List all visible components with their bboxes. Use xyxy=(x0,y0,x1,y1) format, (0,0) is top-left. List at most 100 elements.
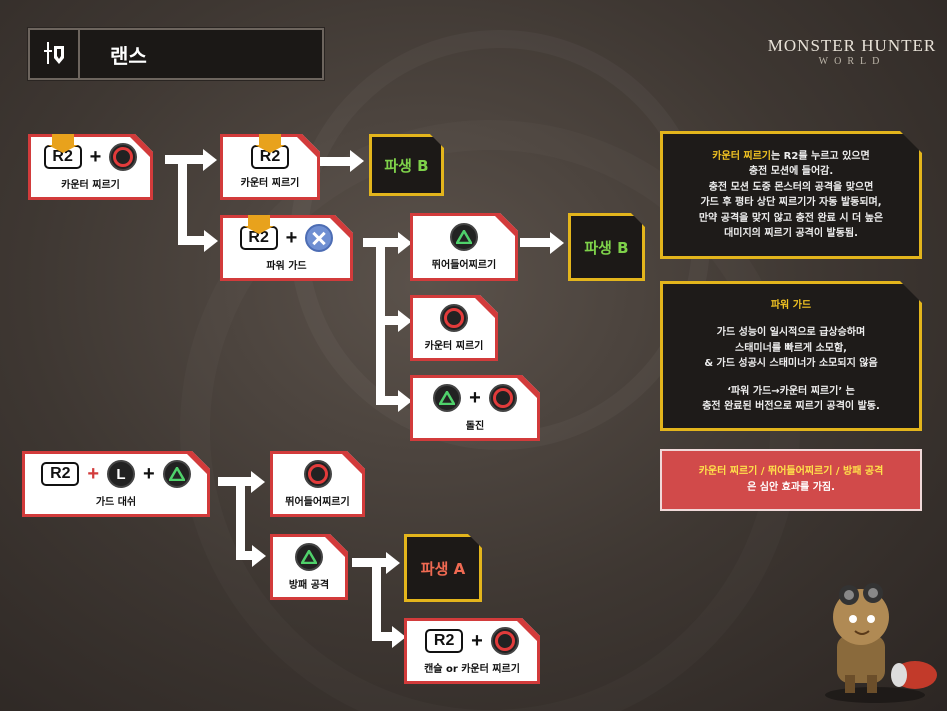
leaping-thrust-label: 뛰어들어찌르기 xyxy=(285,497,350,508)
plus-sign: + xyxy=(471,629,483,652)
game-logo: MONSTER HUNTER WORLD xyxy=(766,30,938,76)
arrow-right-icon xyxy=(550,232,564,254)
info1-line1: 카운터 찌르기는 R2를 누르고 있으면 xyxy=(663,149,919,165)
info2-line1: 가드 성능이 일시적으로 급상승하며 xyxy=(716,327,866,338)
arrow-right-icon xyxy=(203,149,217,171)
plus-sign: + xyxy=(87,462,99,485)
info1-line1-rest: 는 R2를 누르고 있으면 xyxy=(770,150,870,162)
guard-dash-label: 가드 대쉬 xyxy=(95,497,137,508)
arrow-right-icon xyxy=(398,310,412,332)
r2-button-icon: R2 xyxy=(425,629,463,653)
l-button-icon: L xyxy=(107,460,135,488)
r2-button-icon: R2 xyxy=(41,462,79,486)
connector xyxy=(236,551,256,560)
charge-label: 돌진 xyxy=(465,421,485,432)
cancel-counter-label: 캔슬 or 카운터 찌르기 xyxy=(424,664,520,675)
connector xyxy=(372,558,381,640)
arrow-right-icon xyxy=(386,552,400,574)
charge-card: + 돌진 xyxy=(410,375,540,441)
info1-line4: 가드 후 평타 상단 찌르기가 자동 발동되며, xyxy=(700,197,882,208)
info1-highlight: 카운터 찌르기 xyxy=(712,150,771,162)
connector xyxy=(372,632,396,641)
cancel-counter-card: R2 + 캔슬 or 카운터 찌르기 xyxy=(404,618,540,684)
derive-a-box: 파생 A xyxy=(404,534,482,602)
info3-highlight: 카운터 찌르기 / 뛰어들어찌르기 / 방패 공격 xyxy=(698,466,884,477)
circle-button-icon xyxy=(489,384,517,412)
arrow-right-icon xyxy=(350,150,364,172)
cross-button-icon xyxy=(305,224,333,252)
hold-arrow-icon xyxy=(52,133,74,145)
info1-line3: 충전 모션 도중 몬스터의 공격을 맞으면 xyxy=(708,181,874,193)
counter-thrust-card: R2 + 카운터 찌르기 xyxy=(28,134,153,200)
arrow-right-icon xyxy=(204,230,218,252)
circle-button-icon xyxy=(304,460,332,488)
power-guard-label: 파워 가드 xyxy=(266,261,307,272)
triangle-button-icon xyxy=(295,543,323,571)
arrow-right-icon xyxy=(251,471,265,493)
r2-button-icon: R2 xyxy=(251,145,289,169)
arrow-right-icon xyxy=(392,626,406,648)
info2-line2: 스태미너를 빠르게 소모함, xyxy=(735,342,847,354)
palico-illustration xyxy=(815,575,940,705)
plus-sign: + xyxy=(143,462,155,485)
power-guard-card: R2 + 파워 가드 xyxy=(220,215,353,281)
info1-line6: 대미지의 찌르기 공격이 발동됨. xyxy=(724,228,858,239)
triangle-button-icon xyxy=(433,384,461,412)
info2-line5: 충전 완료된 버전으로 찌르기 공격이 발동. xyxy=(702,401,880,412)
triangle-button-icon xyxy=(450,223,478,251)
info1-line5: 만약 공격을 맞지 않고 충전 완료 시 더 높은 xyxy=(698,212,884,224)
derive-b-box: 파생 B xyxy=(369,134,444,196)
connector xyxy=(376,238,402,247)
page-title: 랜스 xyxy=(110,43,147,68)
counter-thrust-label: 카운터 찌르기 xyxy=(240,178,300,189)
leaping-thrust-card-2: 뛰어들어찌르기 xyxy=(270,451,365,517)
shield-attack-label: 방패 공격 xyxy=(288,580,330,591)
connector xyxy=(165,155,205,164)
r2-label: R2 xyxy=(433,632,455,649)
counter-thrust-label: 카운터 찌르기 xyxy=(61,180,120,191)
counter-thrust-info: 카운터 찌르기는 R2를 누르고 있으면 충전 모션에 들어감. 충전 모션 도… xyxy=(660,131,922,259)
guard-dash-card: R2 + L + 가드 대쉬 xyxy=(22,451,210,517)
r2-button-icon: R2 xyxy=(44,145,82,169)
connector xyxy=(520,238,552,247)
connector xyxy=(178,160,187,245)
circle-button-icon xyxy=(440,304,468,332)
connector xyxy=(178,236,208,245)
connector xyxy=(236,477,245,559)
logo-line1: MONSTER HUNTER xyxy=(767,36,937,55)
connector xyxy=(376,396,402,405)
info2-line4: ‘파워 가드→카운터 찌르기’ 는 xyxy=(727,385,855,397)
triangle-button-icon xyxy=(163,460,191,488)
arrow-right-icon xyxy=(252,545,266,567)
hold-arrow-icon xyxy=(248,214,270,226)
circle-button-icon xyxy=(109,143,137,171)
info2-line3: & 가드 성공시 스태미너가 소모되지 않음 xyxy=(704,358,878,369)
plus-sign: + xyxy=(285,226,298,249)
r2-button-icon: R2 xyxy=(240,226,278,250)
arrow-right-icon xyxy=(398,390,412,412)
info1-line2: 충전 모션에 들어감. xyxy=(748,166,834,177)
counter-thrust-card-2: R2 카운터 찌르기 xyxy=(220,134,320,200)
title-bar: 랜스 xyxy=(27,27,325,81)
mind-eye-info: 카운터 찌르기 / 뛰어들어찌르기 / 방패 공격 은 심안 효과를 가짐. xyxy=(660,449,922,511)
info3-line2: 은 심안 효과를 가짐. xyxy=(747,482,835,493)
counter-thrust-label: 카운터 찌르기 xyxy=(424,341,484,352)
leaping-thrust-card: 뛰어들어찌르기 xyxy=(410,213,518,281)
arrow-right-icon xyxy=(398,232,412,254)
plus-sign: + xyxy=(469,386,481,409)
power-guard-info: 파워 가드 가드 성능이 일시적으로 급상승하며 스태미너를 빠르게 소모함, … xyxy=(660,281,922,431)
counter-thrust-card-3: 카운터 찌르기 xyxy=(410,295,498,361)
plus-sign: + xyxy=(89,145,102,168)
connector xyxy=(320,157,352,166)
r2-label: R2 xyxy=(50,465,71,482)
shield-attack-card: 방패 공격 xyxy=(270,534,348,600)
connector xyxy=(218,477,253,486)
derive-b-box-2: 파생 B xyxy=(568,213,645,281)
l-label: L xyxy=(116,465,126,483)
circle-button-icon xyxy=(491,627,519,655)
info2-title: 파워 가드 xyxy=(770,299,812,311)
connector xyxy=(352,558,388,567)
hold-arrow-icon xyxy=(259,133,281,145)
logo-line2: WORLD xyxy=(818,56,886,67)
lance-icon xyxy=(30,30,80,78)
